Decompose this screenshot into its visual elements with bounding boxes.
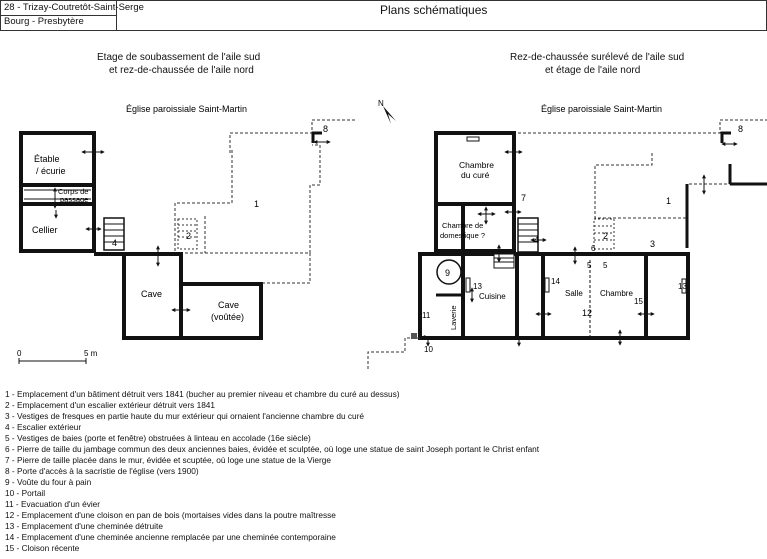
page-title: Plans schématiques bbox=[380, 3, 488, 17]
legend-item: 10 - Portail bbox=[5, 488, 46, 498]
right-plan-title-2: et étage de l'aile nord bbox=[545, 65, 641, 76]
right-room-chambre-domestique: Chambre de bbox=[442, 221, 483, 230]
right-room-chambre: Chambre bbox=[600, 289, 633, 298]
right-num-8: 8 bbox=[738, 124, 743, 134]
right-num-15: 15 bbox=[634, 297, 643, 306]
right-num-12: 12 bbox=[582, 308, 592, 318]
left-church-label: Église paroissiale Saint-Martin bbox=[126, 104, 247, 114]
left-north-wing-walls bbox=[19, 131, 96, 253]
right-room-salle: Salle bbox=[565, 289, 583, 298]
floor-plans-drawing: Étable / écurie Corps de passage Cellier… bbox=[17, 99, 767, 370]
header-building: Bourg - Presbytère bbox=[4, 16, 84, 27]
left-plan-title-1: Etage de soubassement de l'aile sud bbox=[97, 52, 261, 63]
right-num-14: 14 bbox=[551, 277, 560, 286]
legend-item: 8 - Porte d'accès à la sacristie de l'ég… bbox=[5, 466, 199, 476]
right-room-chambre-cure: Chambre bbox=[459, 160, 494, 170]
north-label: N bbox=[378, 99, 384, 108]
left-room-corps: Corps de bbox=[58, 187, 88, 196]
legend-item: 9 - Voûte du four à pain bbox=[5, 477, 92, 487]
header-location: 28 - Trizay-Coutretôt-Saint-Serge bbox=[4, 2, 144, 13]
right-num-13b: 13 bbox=[678, 282, 687, 291]
portal-wall bbox=[367, 337, 420, 370]
legend-item: 13 - Emplacement d'une cheminée détruite bbox=[5, 521, 163, 531]
legend-item: 2 - Emplacement d'un escalier extérieur … bbox=[5, 400, 216, 410]
left-circulation-arrows bbox=[53, 140, 331, 312]
right-num-11: 11 bbox=[422, 311, 431, 320]
right-num-2: 2 bbox=[603, 231, 608, 241]
legend-item: 4 - Escalier extérieur bbox=[5, 422, 82, 432]
right-num-6: 6 bbox=[591, 244, 596, 253]
left-num-1: 1 bbox=[254, 199, 259, 209]
left-room-cave: Cave bbox=[141, 289, 162, 299]
north-arrow-icon bbox=[383, 106, 396, 124]
left-cave-walls bbox=[122, 252, 263, 340]
header-id-box bbox=[1, 1, 117, 30]
legend-item: 6 - Pierre de taille du jambage commun d… bbox=[5, 444, 540, 454]
bread-oven bbox=[436, 259, 462, 285]
legend-item: 7 - Pierre de taille placée dans le mur,… bbox=[5, 455, 331, 465]
left-num-4: 4 bbox=[112, 238, 117, 248]
header-divider bbox=[1, 15, 116, 16]
left-church-outline bbox=[229, 119, 355, 153]
legend-item: 3 - Vestiges de fresques en partie haute… bbox=[5, 411, 365, 421]
right-circulation-arrows bbox=[421, 142, 738, 347]
left-stair-2-outline bbox=[177, 218, 198, 250]
right-num-3: 3 bbox=[650, 239, 655, 249]
left-plan-title-2: et rez-de-chaussée de l'aile nord bbox=[109, 65, 254, 76]
legend-item: 1 - Emplacement d'un bâtiment détruit ve… bbox=[5, 389, 400, 399]
right-num-4: 4 bbox=[534, 235, 539, 245]
right-num-5a: 5 bbox=[587, 261, 592, 270]
right-room-cuisine: Cuisine bbox=[479, 292, 506, 301]
right-num-9: 9 bbox=[445, 268, 450, 278]
left-room-etable-2: / écurie bbox=[36, 166, 66, 176]
scale-zero: 0 bbox=[17, 349, 22, 358]
right-room-laverie: Laverie bbox=[449, 305, 458, 330]
left-room-etable: Étable bbox=[34, 154, 60, 164]
left-plan: Étable / écurie Corps de passage Cellier… bbox=[17, 104, 355, 364]
right-room-chambre-cure-2: du curé bbox=[461, 170, 490, 180]
right-num-13a: 13 bbox=[473, 282, 482, 291]
left-room-cave-voutee-2: (voûtée) bbox=[211, 312, 244, 322]
right-num-1: 1 bbox=[666, 196, 671, 206]
right-room-chambre-domestique-2: domestique ? bbox=[440, 231, 485, 240]
right-plan: Chambre du curé Chambre de domestique ? … bbox=[367, 104, 767, 370]
left-room-corps-2: passage bbox=[60, 195, 88, 204]
legend-item: 5 - Vestiges de baies (porte et fenêtre)… bbox=[5, 433, 311, 443]
left-num-2: 2 bbox=[186, 231, 191, 241]
legend-item: 15 - Cloison récente bbox=[5, 543, 80, 553]
right-church-label: Église paroissiale Saint-Martin bbox=[541, 104, 662, 114]
left-room-cellier: Cellier bbox=[32, 225, 58, 235]
legend-item: 11 - Evacuation d'un évier bbox=[5, 499, 101, 509]
right-plan-title-1: Rez-de-chaussée surélevé de l'aile sud bbox=[510, 52, 685, 63]
legend-item: 14 - Emplacement d'une cheminée ancienne… bbox=[5, 532, 336, 542]
right-num-7: 7 bbox=[521, 193, 526, 203]
right-north-wing-walls bbox=[434, 131, 516, 253]
right-destroyed-building-outline bbox=[594, 153, 767, 219]
scale-five: 5 m bbox=[84, 349, 98, 358]
scale-bar bbox=[18, 358, 87, 364]
right-num-10: 10 bbox=[424, 345, 433, 354]
left-num-8: 8 bbox=[323, 124, 328, 134]
left-room-cave-voutee: Cave bbox=[218, 300, 239, 310]
right-num-5b: 5 bbox=[603, 261, 608, 270]
legend-item: 12 - Emplacement d'une cloison en pan de… bbox=[5, 510, 336, 520]
